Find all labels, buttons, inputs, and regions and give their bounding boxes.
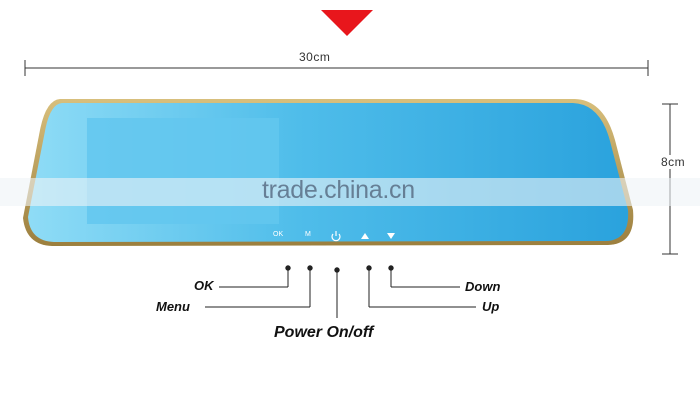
pointer-triangle-icon bbox=[321, 10, 373, 36]
up-arrow-icon[interactable] bbox=[361, 233, 369, 239]
power-callout-label: Power On/off bbox=[274, 324, 374, 341]
menu-leader-line bbox=[205, 265, 313, 308]
power-icon[interactable] bbox=[331, 231, 341, 242]
up-callout-label: Up bbox=[482, 299, 500, 314]
ok-button-label[interactable]: OK bbox=[273, 231, 284, 238]
down-arrow-icon[interactable] bbox=[387, 233, 395, 239]
ok-callout-label: OK bbox=[194, 278, 214, 293]
ok-leader-line bbox=[219, 265, 291, 288]
down-callout-label: Down bbox=[465, 279, 501, 294]
menu-callout-label: Menu bbox=[156, 299, 190, 314]
height-dimension-label: 8cm bbox=[661, 155, 686, 169]
watermark-band bbox=[0, 178, 700, 206]
up-leader-line bbox=[366, 265, 476, 308]
menu-button-label[interactable]: M bbox=[305, 231, 311, 238]
display-screen bbox=[87, 118, 279, 224]
width-dimension-line bbox=[24, 60, 649, 76]
watermark: trade.china.cn bbox=[262, 176, 415, 204]
power-leader-line bbox=[334, 267, 340, 318]
width-dimension-label: 30cm bbox=[296, 50, 334, 64]
down-leader-line bbox=[388, 265, 460, 288]
